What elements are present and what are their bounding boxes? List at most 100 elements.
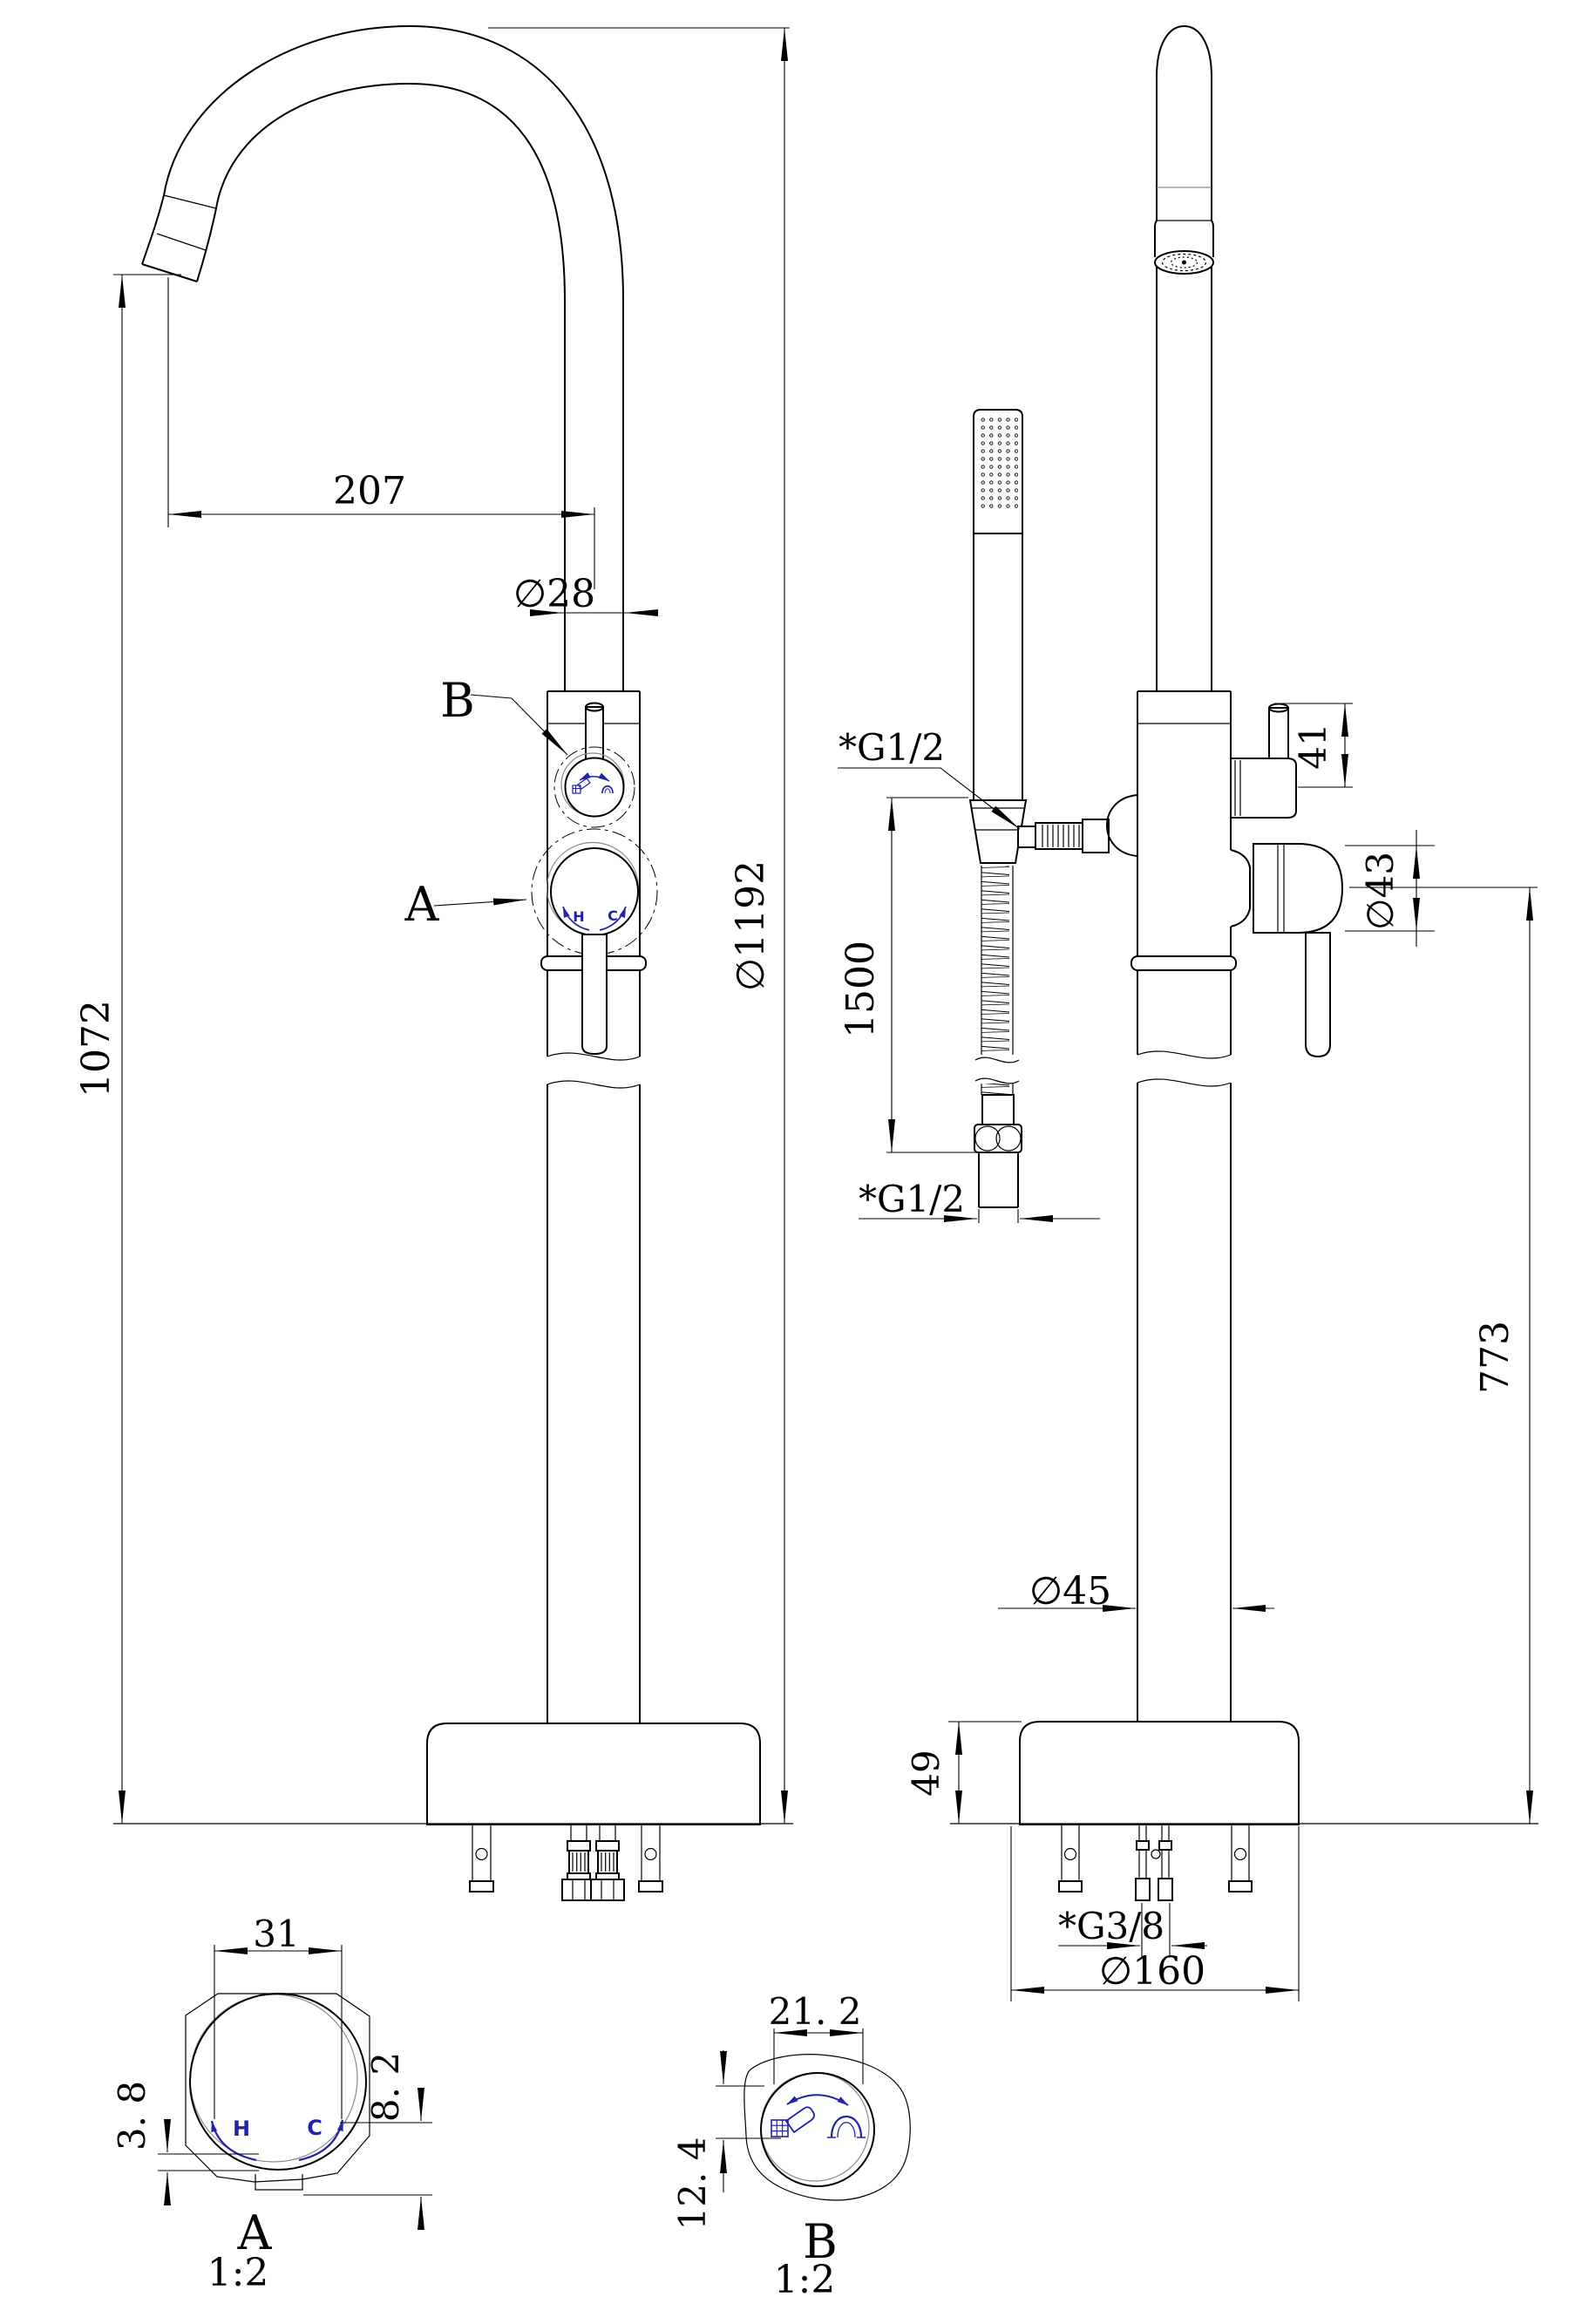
hose-nut-knurl-right (995, 1125, 1022, 1152)
dim-124-label: 12. 4 (671, 2137, 714, 2231)
thread-inlet-label: *G3/8 (1058, 1905, 1164, 1947)
cold-label: C (608, 907, 618, 924)
hose-nut-knurl-left (974, 1125, 1001, 1152)
aerator-ring-inner (1170, 256, 1198, 268)
spout-outer-curve (141, 24, 624, 302)
dim-160-label: ∅160 (1099, 1949, 1205, 1994)
detail-b-knob (760, 2072, 875, 2187)
detail-b-boundary-circle (553, 746, 635, 828)
detail-a-title: A (237, 2205, 273, 2260)
temp-knob-markings: H C (562, 906, 627, 931)
side-inlet-hoses (1135, 1825, 1173, 1901)
hose-sleeve (981, 1094, 1015, 1125)
hose-corrugation-upper (981, 866, 1013, 1055)
hose-break-upper (974, 1057, 1020, 1063)
lever-neck (1230, 849, 1251, 928)
detail-a-tab (255, 2174, 303, 2191)
callout-b-label: B (440, 673, 475, 728)
handshower-icon (572, 785, 581, 794)
callout-a-leader (433, 898, 527, 907)
side-stud-left (1058, 1825, 1083, 1892)
detail-a-hot-label: H (233, 2117, 250, 2141)
lever-joint-lines (1277, 844, 1285, 933)
break-line-lower (547, 1080, 641, 1089)
side-view-dimensions: *G1/2 1500 *G1/2 41 ∅43 773 ∅45 49 *G3/8 (838, 703, 1538, 2001)
side-column-lower (1137, 1083, 1232, 1722)
side-break-lower (1137, 1078, 1232, 1087)
callout-b-leader (470, 694, 568, 756)
side-diverter-knob (1230, 758, 1297, 819)
thread-hose-nut-label: *G1/2 (859, 1178, 965, 1220)
shower-port-arch (1105, 794, 1138, 857)
temp-lever-handle (581, 934, 608, 1056)
dim-45-label: ∅45 (1029, 1569, 1111, 1614)
hose-break-lower (974, 1077, 1020, 1084)
spout-band-2 (156, 233, 207, 251)
temp-knob (550, 847, 639, 936)
break-line-upper (547, 1052, 641, 1061)
side-view (950, 24, 1538, 1901)
inlet-hose-right (590, 1825, 625, 1901)
detail-a-cold-label: C (307, 2116, 323, 2140)
mounting-stud-right (638, 1825, 663, 1892)
side-pipe-lower (1156, 262, 1212, 691)
detail-b-spout-icon (830, 2115, 863, 2138)
riser-pipe (564, 301, 624, 691)
spout-tip-face (141, 263, 198, 282)
detail-a-outline (185, 1993, 370, 2183)
lever-body (1253, 843, 1344, 934)
handshower-face-dots (981, 417, 1018, 509)
detail-b-title: B (803, 2214, 838, 2269)
dim-31-label: 31 (253, 1913, 299, 1955)
side-stud-right (1228, 1825, 1253, 1892)
lever-bar (1305, 932, 1331, 1058)
dim-28-label: ∅28 (513, 572, 595, 616)
callout-a-label: A (404, 877, 440, 932)
dim-41-label: 41 (1292, 723, 1334, 769)
inlet-hose-left (561, 1825, 596, 1901)
dim-43-label: ∅43 (1359, 852, 1402, 930)
holder-neck (1017, 826, 1036, 848)
side-pipe-cap (1156, 24, 1212, 78)
handshower-handle (973, 533, 1023, 800)
side-spout-bulge (1154, 220, 1214, 257)
dim-212-label: 21. 2 (769, 1990, 862, 2033)
thread-shower-holder-leader (838, 767, 1021, 830)
side-break-upper (1137, 1050, 1232, 1059)
nipple-threads (1042, 825, 1080, 847)
detail-a-knob (189, 1993, 367, 2171)
dim-1500-label: 1500 (839, 941, 883, 1038)
spout-icon (601, 785, 614, 794)
dim-82-label: 8. 2 (364, 2052, 407, 2122)
detail-b-scale: 1:2 (774, 2258, 836, 2302)
dim-1072-label: 1072 (74, 1000, 119, 1097)
hot-label: H (573, 908, 584, 925)
detail-b-outline (743, 2054, 911, 2201)
spout-inner-curve (196, 82, 566, 302)
hose-corrugation-lower (981, 1084, 1013, 1095)
detail-b-handshower-icon (771, 2119, 789, 2137)
hose-nut (974, 1124, 1022, 1153)
diverter-stem-top (585, 702, 604, 712)
diverter-stem (585, 706, 604, 760)
dim-773-label: 773 (1473, 1321, 1517, 1394)
thread-shower-holder-label: *G1/2 (839, 726, 945, 769)
dim-38-label: 3. 8 (111, 2081, 153, 2151)
detail-a-view: H C 31 3. 8 8. 2 A 1:2 (111, 1913, 432, 2295)
detail-a-scale: 1:2 (207, 2251, 269, 2295)
side-diverter-knob-lines (1234, 760, 1241, 816)
side-column-flange (1130, 955, 1237, 971)
front-view-dimensions: 1072 207 ∅28 ∅1192 B A (74, 27, 790, 1824)
hose-end-fitting (978, 1152, 1019, 1208)
diverter-icon (572, 772, 614, 794)
dim-1192-label: ∅1192 (729, 860, 773, 991)
mounting-stud-left (469, 1825, 494, 1892)
diverter-knob (564, 757, 625, 818)
nipple-union (1082, 819, 1110, 853)
detail-a-markings: H C (210, 2116, 344, 2162)
detail-b-icons (771, 2094, 866, 2138)
base-plate (426, 1723, 761, 1825)
